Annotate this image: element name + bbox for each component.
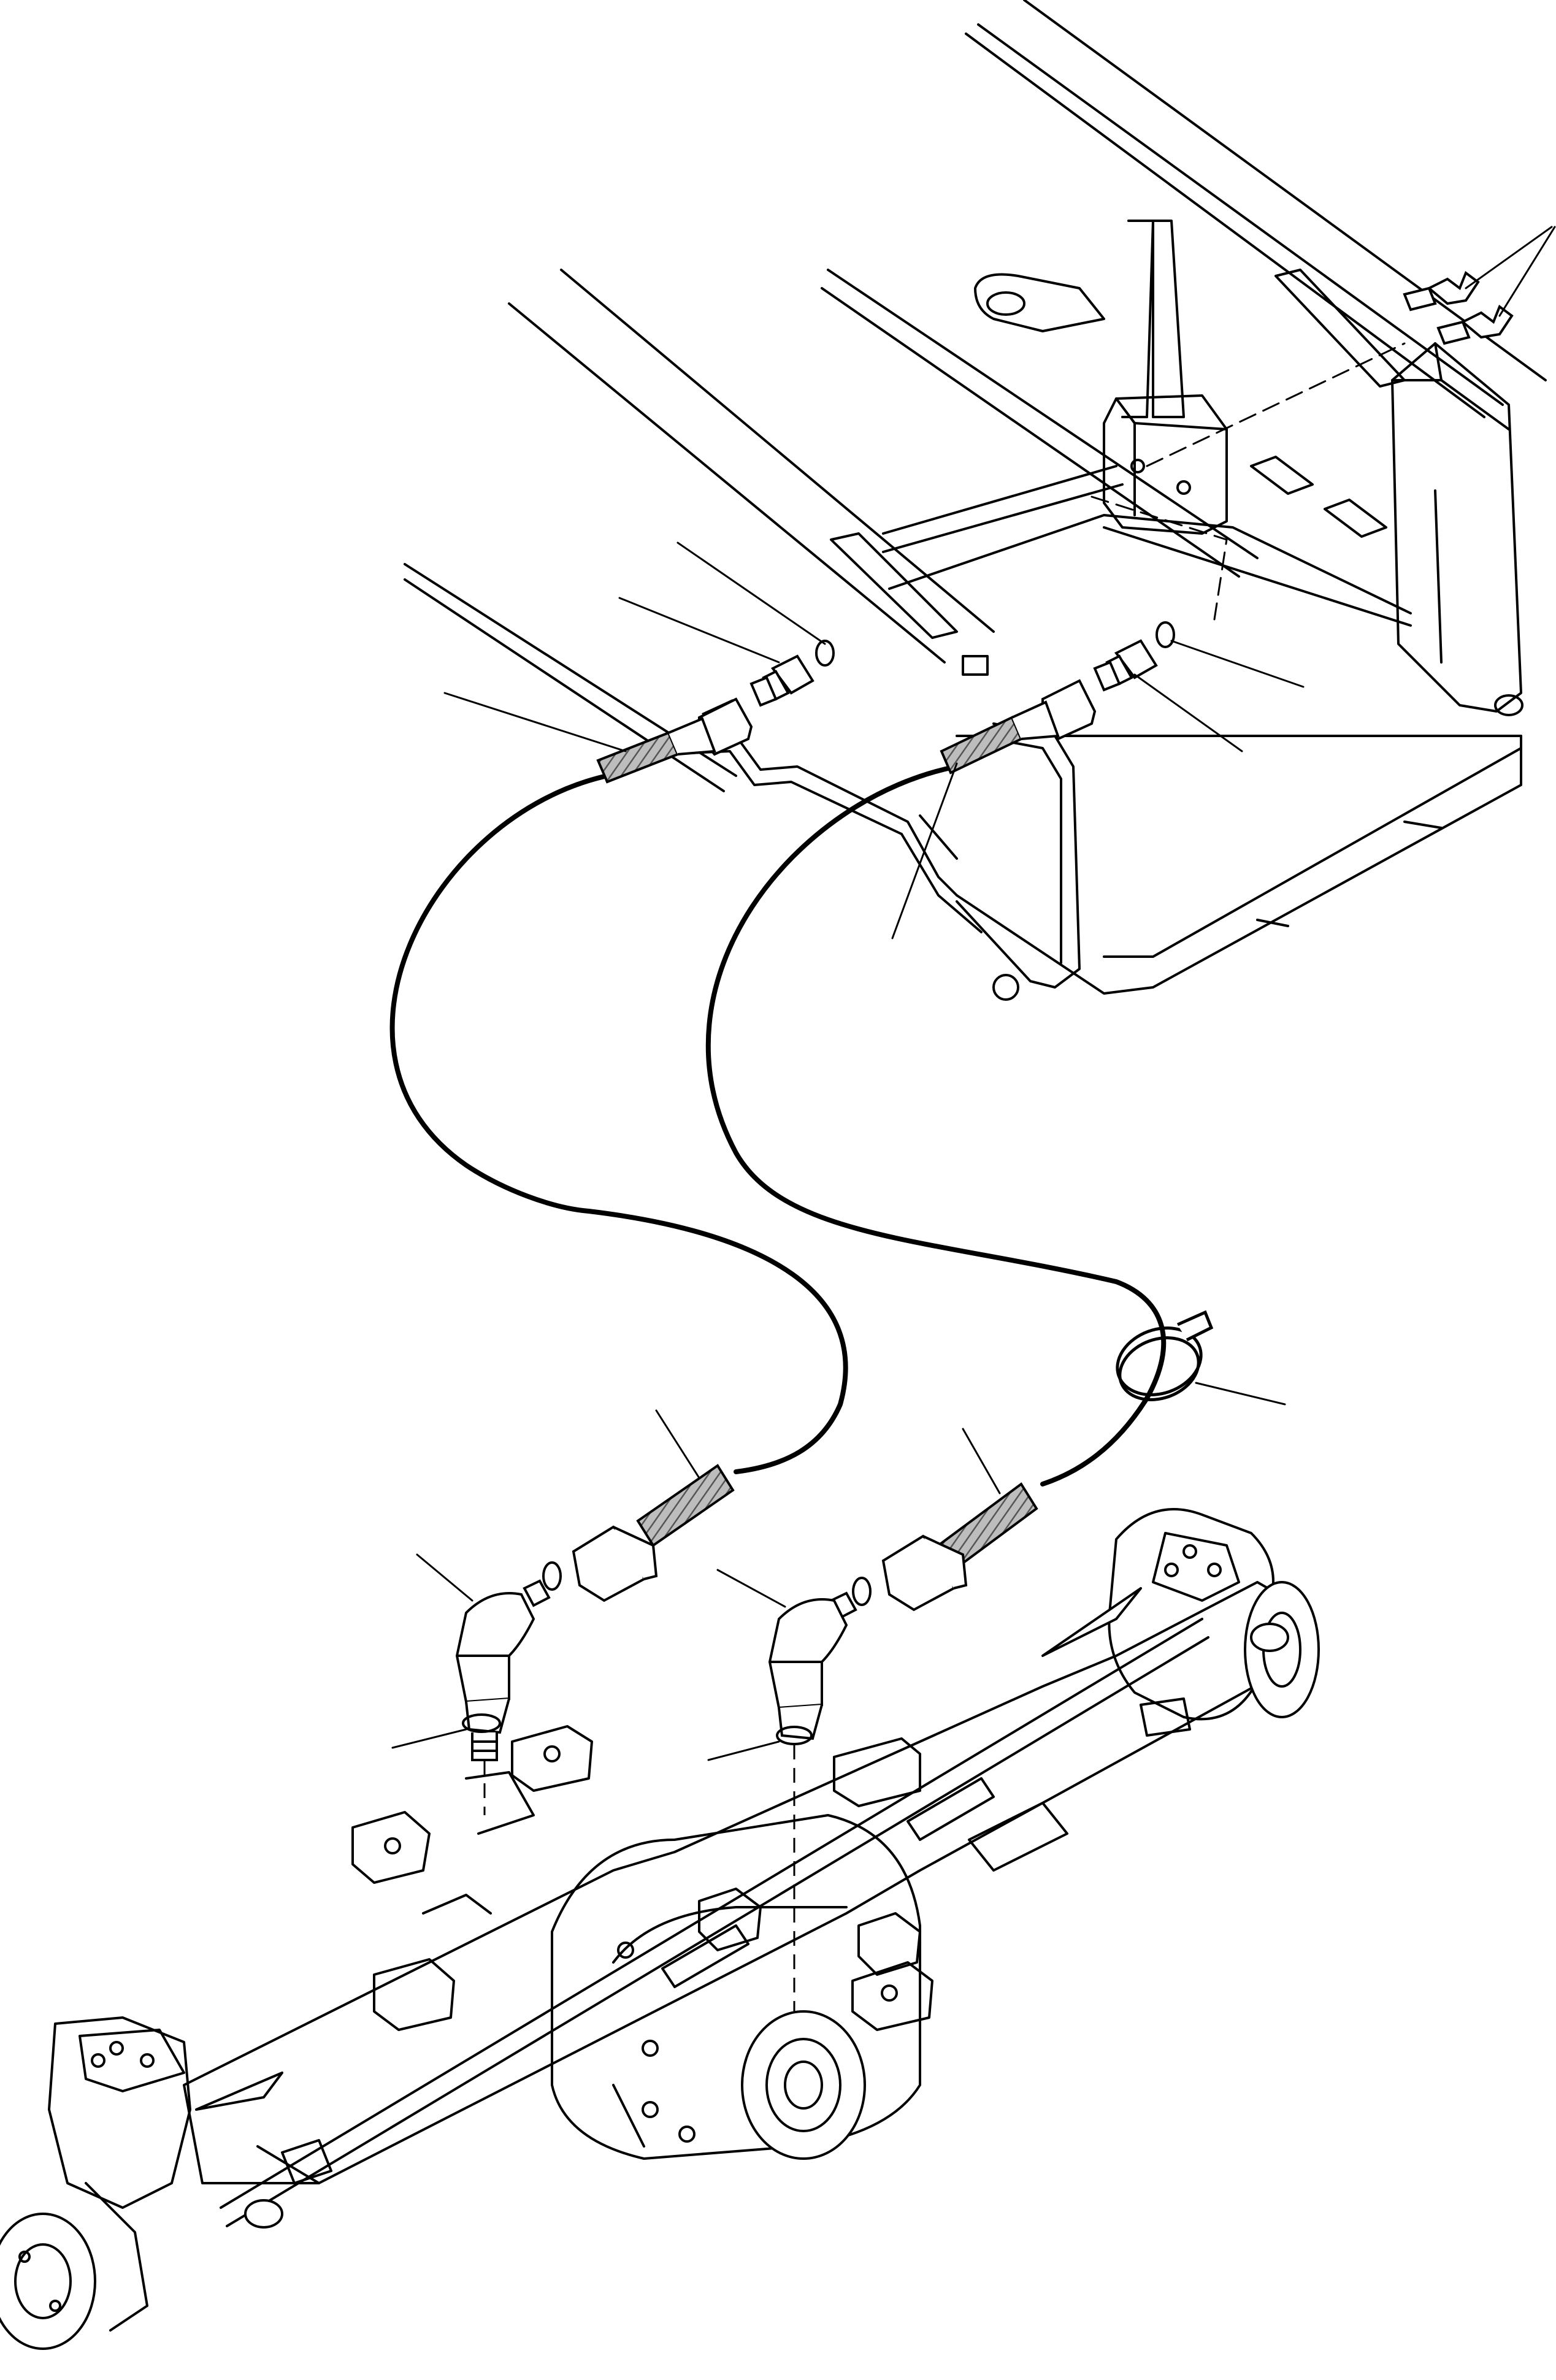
breather-upper bbox=[1427, 270, 1480, 305]
leader-front-adapter-left bbox=[618, 597, 780, 664]
chassis-frame bbox=[404, 0, 1547, 1001]
hydraulic-hoses bbox=[389, 764, 1167, 1487]
breather-lower bbox=[1460, 304, 1514, 339]
front-left-adapter bbox=[770, 654, 814, 695]
leader-rear-hose-end-right bbox=[962, 1428, 1001, 1494]
front-left-o-ring bbox=[815, 640, 835, 667]
front-right-adapter bbox=[1114, 639, 1158, 679]
leader-front-hose-end-right bbox=[891, 762, 958, 939]
leader-breather-upper bbox=[1465, 226, 1553, 289]
hose-clamp bbox=[1116, 1310, 1214, 1401]
leader-front-hose-end-left bbox=[443, 692, 627, 752]
leader-seal-washer-left bbox=[391, 1728, 467, 1749]
seal-washer-left-part bbox=[462, 1713, 501, 1733]
breather-fittings bbox=[1403, 270, 1514, 345]
front-fittings bbox=[668, 621, 1175, 756]
leader-breather-lower bbox=[1498, 226, 1556, 317]
rear-right-o-ring bbox=[852, 1577, 872, 1606]
rear-left-o-ring bbox=[542, 1561, 562, 1591]
sleeve-front-right bbox=[940, 716, 1023, 775]
elbow-left-body bbox=[455, 1592, 535, 1704]
sleeve-rear-left bbox=[636, 1464, 735, 1547]
rear-fittings bbox=[455, 1525, 968, 1761]
seal-washer-right-part bbox=[776, 1726, 813, 1745]
leader-seal-washer-right bbox=[707, 1740, 780, 1761]
leader-front-washer-left bbox=[676, 541, 826, 645]
leader-front-washer-right bbox=[1170, 640, 1305, 688]
callout-leaders bbox=[391, 226, 1556, 1761]
leader-hose-clamp bbox=[1195, 1382, 1286, 1406]
leader-elbow-left bbox=[416, 1553, 473, 1602]
leader-elbow-right bbox=[716, 1569, 786, 1608]
leader-rear-hose-end-left bbox=[655, 1409, 700, 1479]
sleeve-front-left bbox=[596, 731, 680, 784]
right-hose-line bbox=[705, 764, 1167, 1487]
left-hose-line bbox=[389, 773, 848, 1474]
front-right-o-ring bbox=[1156, 621, 1175, 648]
front-axle-assembly bbox=[0, 1508, 1320, 2350]
leader-front-adapter-right bbox=[1133, 673, 1243, 752]
elbow-right-body bbox=[768, 1598, 848, 1710]
